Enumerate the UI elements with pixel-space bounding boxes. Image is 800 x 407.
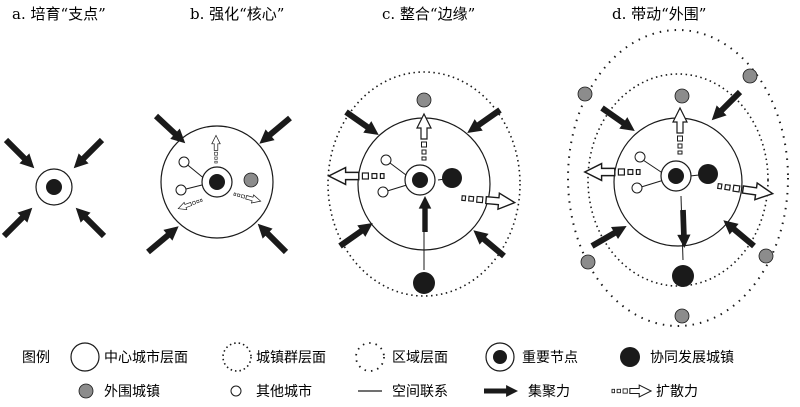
agglomeration-arrow (463, 104, 505, 139)
panel-d (567, 29, 789, 327)
legend-label-peripheral-town: 外围城镇 (104, 384, 160, 400)
legend-label-agglomeration: 集聚力 (528, 383, 570, 400)
panel-d-title: d. 带动“外围” (612, 5, 706, 23)
peripheral-town-dot (243, 172, 259, 188)
hollow-arrow-icon (611, 384, 652, 398)
agglomeration-arrow (0, 202, 38, 241)
dotted-circle-icon (222, 342, 252, 372)
agglomeration-arrow (468, 224, 509, 262)
legend-label-region: 区域层面 (392, 350, 448, 366)
legend-label-town-group: 城镇群层面 (256, 350, 326, 366)
panel-a (0, 135, 109, 241)
agglomeration-arrow (143, 220, 184, 258)
legend-label-key-node: 重要节点 (522, 350, 578, 366)
peripheral-town-dot (758, 248, 774, 264)
grey-dot-icon (78, 383, 94, 399)
town-group-dotted-circle (327, 71, 521, 297)
sparse-dotted-circle-icon (355, 342, 385, 372)
panel-b (143, 110, 295, 258)
legend-label-spatial-link: 空间联系 (392, 384, 448, 400)
agglomeration-arrow (70, 202, 109, 241)
agglomeration-arrow (1, 135, 40, 174)
legend-label-diffusion: 扩散力 (656, 384, 698, 400)
agglomeration-arrow (341, 106, 383, 141)
agglomeration-arrow (68, 135, 107, 174)
node-ring-icon-core (493, 350, 507, 364)
panel-c-title: c. 整合“边缘” (382, 5, 475, 23)
legend-label-center-city: 中心城市层面 (104, 349, 188, 366)
agglomeration-arrow (151, 110, 191, 149)
other-city-dot (175, 184, 187, 196)
agglomeration-arrow (706, 87, 745, 126)
region-sparse-dotted-circle (567, 29, 789, 327)
plain-circle-icon (70, 342, 100, 372)
peripheral-town-dot (577, 86, 593, 102)
legend: 图例 中心城市层面 城镇群层面 区域层面 重要节点 协同发展城镇 外围城镇 其他… (22, 342, 734, 400)
key-node-dot (668, 168, 684, 184)
other-city-dot (634, 151, 646, 163)
legend-label-cooperative-town: 协同发展城镇 (650, 350, 734, 366)
black-dot-icon (620, 347, 640, 367)
peripheral-town-dot (674, 88, 690, 104)
panel-a-title: a. 培育“支点” (12, 5, 106, 23)
key-node-dot (209, 174, 225, 190)
other-city-dot (178, 156, 190, 168)
agglomeration-arrow (252, 218, 291, 257)
cooperative-town-dot (442, 168, 462, 188)
other-city-dot (377, 186, 389, 198)
small-open-circle-icon (230, 385, 242, 397)
cooperative-town-dot (413, 272, 435, 294)
key-node-dot (412, 172, 428, 188)
agglomeration-arrow (254, 112, 295, 150)
other-city-dot (380, 154, 392, 166)
peripheral-town-dot (674, 308, 690, 324)
town-group-dotted-circle (587, 73, 769, 287)
cooperative-town-dot (698, 164, 718, 184)
peripheral-town-dot (742, 68, 758, 84)
legend-heading: 图例 (22, 350, 50, 366)
solid-arrow-icon (484, 385, 518, 397)
peripheral-town-dot (416, 92, 432, 108)
panel-b-title: b. 强化“核心” (190, 5, 284, 23)
peripheral-town-dot (580, 254, 596, 270)
cooperative-town-dot (672, 265, 694, 287)
key-node-dot (46, 179, 62, 195)
panel-c (327, 71, 521, 297)
legend-label-other-city: 其他城市 (256, 383, 312, 400)
other-city-dot (631, 182, 643, 194)
